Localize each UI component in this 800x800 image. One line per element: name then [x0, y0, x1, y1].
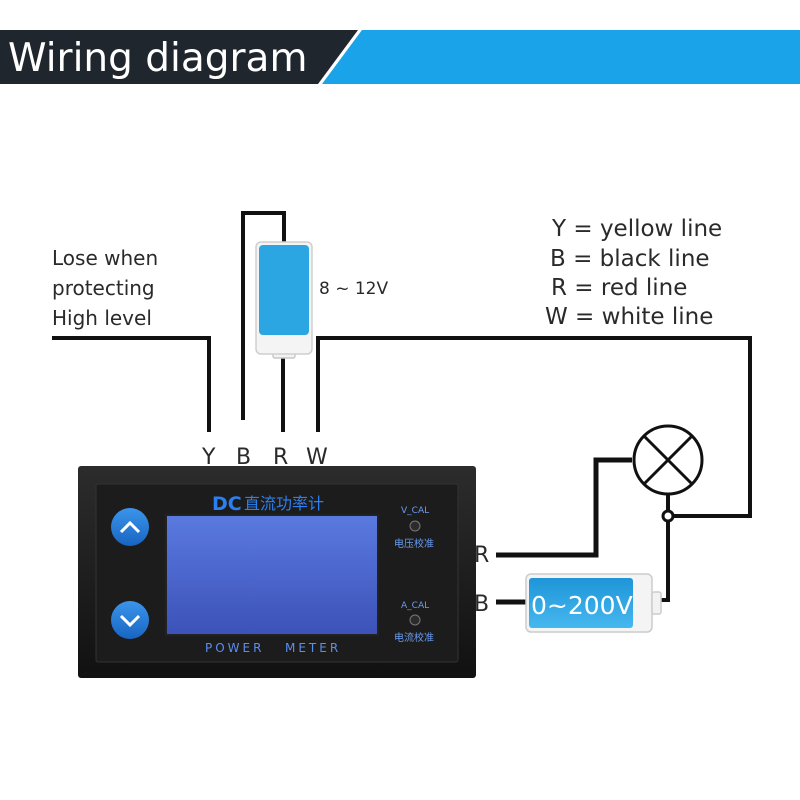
meter-footer-power: POWER — [205, 641, 264, 655]
junction-node — [661, 509, 675, 523]
supply-battery: 8 ~ 12V — [255, 241, 388, 359]
meter-screen — [165, 514, 379, 636]
supply-voltage-label: 8 ~ 12V — [319, 279, 388, 299]
terminal-b: B — [236, 445, 251, 470]
legend-yellow: Y = yellow line — [551, 216, 722, 242]
terminal-r-right: R — [474, 543, 489, 568]
legend-white: W = white line — [545, 304, 713, 330]
supply-fill — [259, 245, 309, 335]
meter-cn-title: 直流功率计 — [244, 494, 324, 513]
terminal-y: Y — [201, 445, 216, 470]
note-line-1: Lose when — [52, 246, 158, 270]
load-battery-fill — [529, 578, 633, 628]
wires — [52, 211, 752, 605]
power-meter: DC 直流功率计 V_CAL 电压校准 A_CAL 电流校准 POWER MET… — [78, 466, 476, 678]
color-legend: Y = yellow line B = black line R = red l… — [545, 216, 722, 330]
v-cal-trimmer[interactable] — [409, 520, 421, 532]
legend-black: B = black line — [550, 246, 710, 272]
down-button[interactable] — [111, 601, 149, 639]
header-blue-band — [322, 30, 800, 84]
note-line-3: High level — [52, 306, 152, 330]
legend-red: R = red line — [551, 275, 687, 301]
v-cal-cn-label: 电压校准 — [394, 537, 434, 550]
up-button[interactable] — [111, 508, 149, 546]
load-battery: 0~200V — [525, 573, 662, 633]
wire-b — [241, 211, 286, 420]
a-cal-cn-label: 电流校准 — [394, 631, 434, 644]
chevron-up-icon — [119, 520, 141, 534]
meter-footer-meter: METER — [285, 641, 341, 655]
wire-lamp-down — [655, 490, 670, 602]
terminal-labels: Y B R W R B — [201, 445, 489, 617]
wire-w — [316, 336, 752, 518]
a-cal-trimmer[interactable] — [409, 614, 421, 626]
page-title: Wiring diagram — [8, 36, 307, 81]
wire-y — [52, 336, 211, 432]
load-battery-terminal — [651, 591, 662, 615]
a-cal-label: A_CAL — [401, 601, 429, 611]
meter-brand: DC — [212, 493, 242, 515]
header-banner: Wiring diagram — [0, 30, 800, 84]
load-battery-label: 0~200V — [531, 591, 633, 620]
lamp-icon — [632, 424, 704, 496]
header-dark-band — [0, 30, 358, 84]
v-cal-label: V_CAL — [401, 506, 429, 516]
terminal-w: W — [306, 445, 328, 470]
terminal-r: R — [273, 445, 288, 470]
terminal-b-right: B — [474, 592, 489, 617]
chevron-down-icon — [119, 614, 141, 628]
wire-r-load — [496, 457, 632, 558]
note-line-2: protecting — [52, 276, 155, 300]
protect-note: Lose when protecting High level — [52, 246, 158, 330]
